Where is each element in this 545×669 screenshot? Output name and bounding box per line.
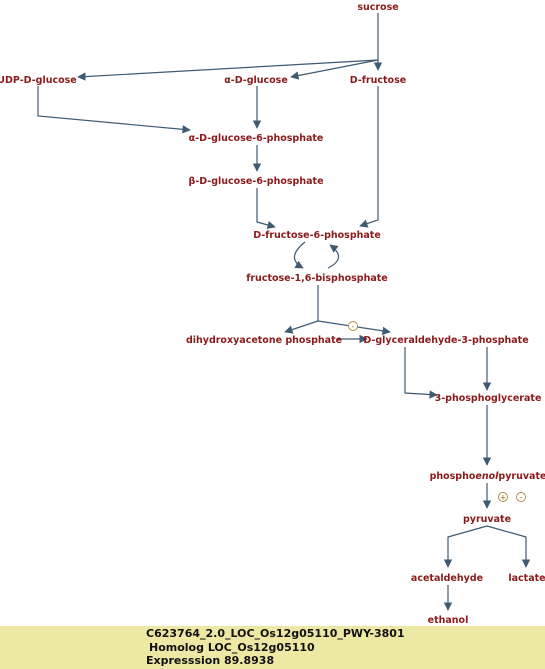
node-d-fructose[interactable]: D-fructose: [350, 75, 406, 86]
edge-pyruvate-to-lactate: [486, 525, 531, 568]
gene-info-panel: C623764_2.0_LOC_Os12g05110_PWY-3801 Homo…: [0, 626, 545, 669]
node-d-glyceraldehyde-3-phosphate[interactable]: D-glyceraldehyde-3-phosphate: [363, 335, 528, 346]
node-beta-d-glucose-6-phosphate[interactable]: β-D-glucose-6-phosphate: [188, 176, 323, 187]
node-d-fructose-6-phosphate[interactable]: D-fructose-6-phosphate: [253, 230, 381, 241]
edge-fructose-to-f6p: [359, 86, 379, 228]
pep-label-part-2: enol: [475, 471, 499, 482]
edge-pyruvate-to-acetaldehyde: [443, 525, 488, 568]
node-udp-d-glucose[interactable]: UDP-D-glucose: [0, 75, 77, 86]
node-dihydroxyacetone-phosphate[interactable]: dihydroxyacetone phosphate: [186, 335, 342, 346]
node-acetaldehyde[interactable]: acetaldehyde: [411, 573, 483, 584]
node-pyruvate[interactable]: pyruvate: [463, 514, 511, 525]
edge-sucrose-to-alpha-glucose: [290, 59, 379, 80]
node-lactate[interactable]: lactate: [508, 573, 545, 584]
modifier-sign-pyr-plus: +: [500, 493, 507, 502]
info-homolog: Homolog LOC_Os12g05110: [149, 640, 315, 654]
node-sucrose[interactable]: sucrose: [357, 2, 398, 13]
edge-b-g6p-to-f6p: [256, 188, 276, 230]
modifier-circle-fbp: [348, 321, 358, 331]
modifier-sign-fbp: -: [352, 322, 355, 331]
pathway-canvas: - + - sucrose UDP-D-glucose α-D-glucose …: [0, 2, 545, 626]
edge-fbp-to-f6p: [327, 244, 340, 269]
reaction-edges: [37, 13, 531, 611]
node-alpha-d-glucose[interactable]: α-D-glucose: [224, 75, 288, 86]
modifier-circle-pyr-minus: [516, 492, 526, 502]
node-phosphoenolpyruvate[interactable]: phosphoenolpyruvate: [430, 471, 545, 482]
edge-sucrose-to-udp-glucose: [77, 13, 379, 81]
pep-label-part-1: phospho: [430, 471, 476, 482]
metabolite-nodes: sucrose UDP-D-glucose α-D-glucose D-fruc…: [0, 2, 545, 626]
edge-g3p-to-3pg: [404, 347, 438, 399]
modifier-markers: - + -: [348, 321, 526, 502]
node-fructose-1-6-bisphosphate[interactable]: fructose-1,6-bisphosphate: [246, 273, 388, 284]
node-alpha-d-glucose-6-phosphate[interactable]: α-D-glucose-6-phosphate: [189, 133, 324, 144]
info-expression: Expresssion 89.8938: [146, 654, 275, 667]
edge-fbp-to-dhap: [284, 320, 319, 334]
node-3-phosphoglycerate[interactable]: 3-phosphoglycerate: [435, 393, 542, 404]
modifier-sign-pyr-minus: -: [520, 493, 523, 502]
edge-udp-glucose-to-a-g6p: [37, 86, 191, 134]
edge-f6p-to-fbp: [293, 241, 306, 269]
modifier-circle-pyr-plus: [498, 492, 508, 502]
node-ethanol[interactable]: ethanol: [428, 615, 469, 626]
info-gene-id: C623764_2.0_LOC_Os12g05110_PWY-3801: [146, 627, 405, 640]
pep-label-part-3: pyruvate: [498, 471, 545, 482]
